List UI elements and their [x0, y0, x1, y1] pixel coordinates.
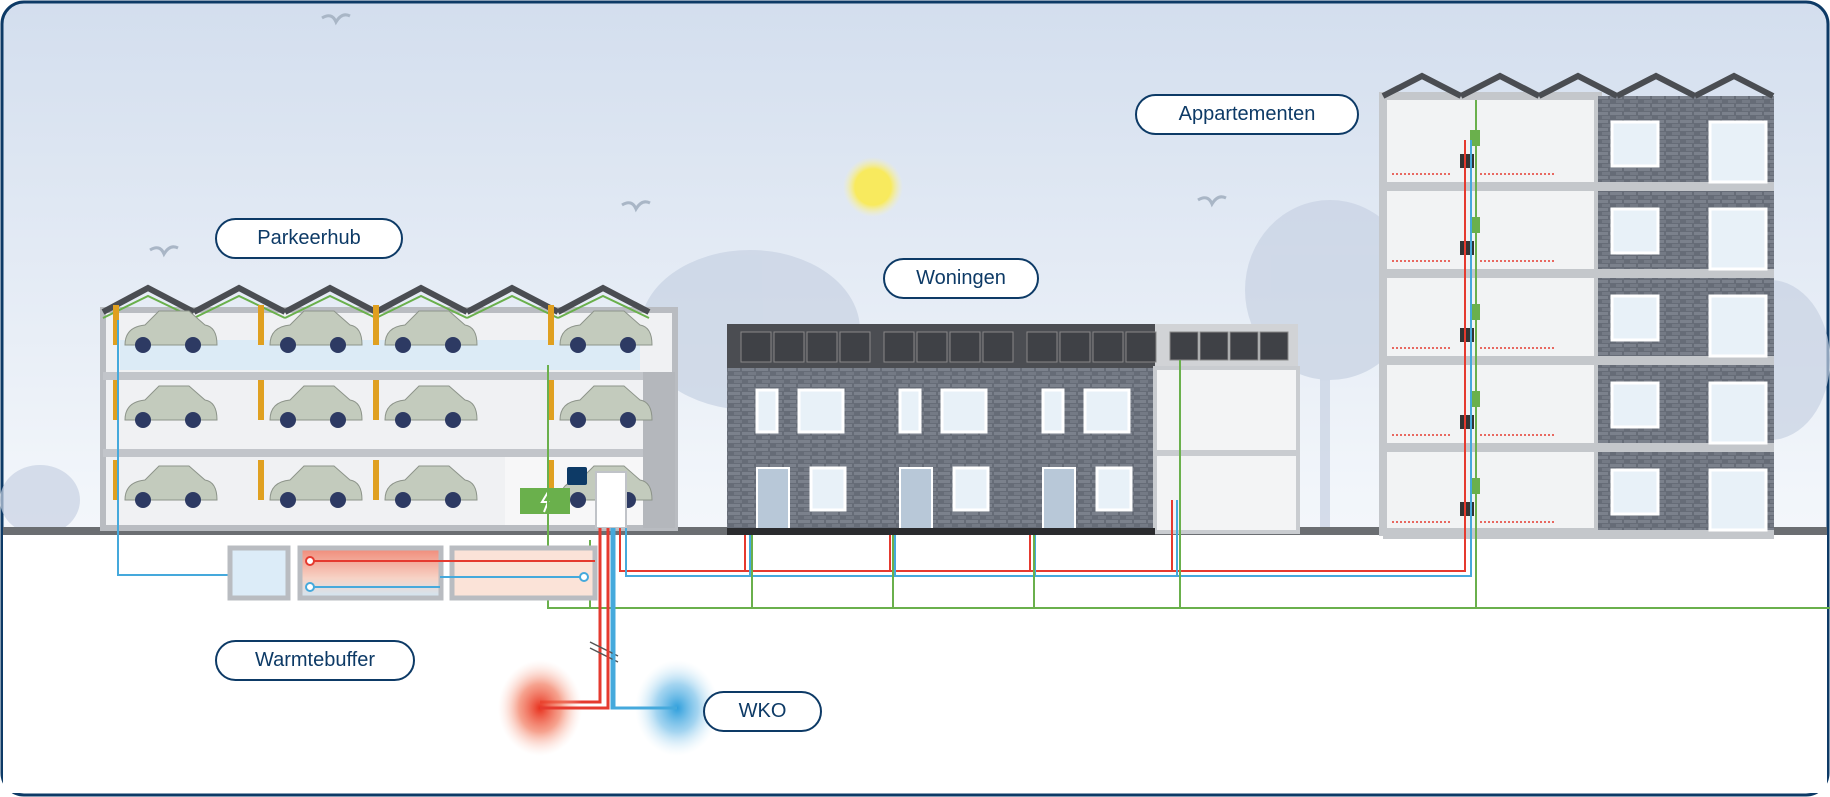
solar-panel — [839, 331, 871, 363]
window — [1708, 294, 1768, 358]
charger-icon — [113, 380, 119, 420]
charger-icon — [113, 305, 119, 345]
electric-car-icon — [258, 305, 363, 353]
window — [1610, 207, 1660, 255]
label-parkeerhub[interactable]: Parkeerhub — [215, 218, 403, 259]
solar-roof-panel — [556, 284, 651, 315]
charger-icon — [113, 460, 119, 500]
solar-roof-panel — [1615, 72, 1697, 99]
charger-icon — [373, 380, 379, 420]
solar-panel — [1125, 331, 1157, 363]
electric-car-icon — [258, 460, 363, 508]
solar-roof-panel — [1537, 72, 1619, 99]
solar-panel — [883, 331, 915, 363]
floor-slab — [1383, 530, 1774, 539]
window — [1041, 388, 1065, 434]
electric-car-icon — [548, 305, 653, 353]
apartment-building — [1379, 72, 1775, 539]
door — [899, 467, 933, 531]
solar-panel — [1199, 331, 1229, 361]
solar-roof-panel — [283, 284, 378, 315]
floor-slab — [1383, 269, 1774, 278]
floor-slab — [1383, 182, 1774, 191]
solar-panel — [1059, 331, 1091, 363]
charger-icon — [548, 305, 554, 345]
window — [1610, 468, 1660, 516]
charger-icon — [258, 305, 264, 345]
electric-car-icon — [373, 380, 478, 428]
solar-panel — [949, 331, 981, 363]
window — [1708, 207, 1768, 271]
window — [1610, 381, 1660, 429]
solar-panel — [1092, 331, 1124, 363]
charger-icon — [258, 460, 264, 500]
solar-roof-panel — [1693, 72, 1775, 99]
label-woningen[interactable]: Woningen — [883, 258, 1039, 299]
solar-roof-panel — [465, 284, 560, 315]
parking-hub-building — [100, 284, 678, 531]
window — [952, 466, 990, 512]
solar-roof-panel — [374, 284, 469, 315]
solar-panel — [1259, 331, 1289, 361]
window — [809, 466, 847, 512]
solar-roof-panel — [1459, 72, 1541, 99]
electric-car-icon — [113, 305, 218, 353]
electric-car-icon — [373, 460, 478, 508]
solar-panel — [1229, 331, 1259, 361]
solar-panel — [1026, 331, 1058, 363]
electric-car-icon — [373, 305, 478, 353]
label-wko[interactable]: WKO — [703, 691, 822, 732]
window — [1708, 120, 1768, 184]
charger-icon — [373, 305, 379, 345]
solar-panel — [773, 331, 805, 363]
floor-slab — [1383, 356, 1774, 365]
charger-icon — [548, 460, 554, 500]
solar-panel — [806, 331, 838, 363]
door — [1042, 467, 1076, 531]
solar-panel — [740, 331, 772, 363]
window — [1095, 466, 1133, 512]
heat-buffers — [227, 545, 598, 601]
charger-icon — [548, 380, 554, 420]
solar-roof-panel — [192, 284, 287, 315]
solar-panel — [1169, 331, 1199, 361]
solar-roof-panel — [1381, 72, 1463, 99]
door — [756, 467, 790, 531]
pipe-network — [117, 100, 1830, 710]
label-warmtebuffer[interactable]: Warmtebuffer — [215, 640, 415, 681]
window — [898, 388, 922, 434]
solar-roof-panel — [101, 284, 196, 315]
row-houses — [727, 324, 1300, 535]
label-appartementen[interactable]: Appartementen — [1135, 94, 1359, 135]
sun-icon — [843, 157, 903, 217]
window — [797, 388, 845, 434]
solar-panel — [916, 331, 948, 363]
solar-panel — [982, 331, 1014, 363]
electric-car-icon — [113, 460, 218, 508]
window — [940, 388, 988, 434]
window — [1083, 388, 1131, 434]
electric-car-icon — [258, 380, 363, 428]
floor-slab — [1383, 443, 1774, 452]
charger-icon — [373, 460, 379, 500]
window — [1610, 120, 1660, 168]
heat-pump-unit — [595, 471, 627, 529]
electric-car-icon — [548, 380, 653, 428]
window — [1610, 294, 1660, 342]
window — [1708, 468, 1768, 532]
window — [1708, 381, 1768, 445]
meter-icon — [567, 467, 587, 485]
window — [755, 388, 779, 434]
electric-car-icon — [113, 380, 218, 428]
bird-icons — [149, 13, 1227, 258]
charger-icon — [258, 380, 264, 420]
